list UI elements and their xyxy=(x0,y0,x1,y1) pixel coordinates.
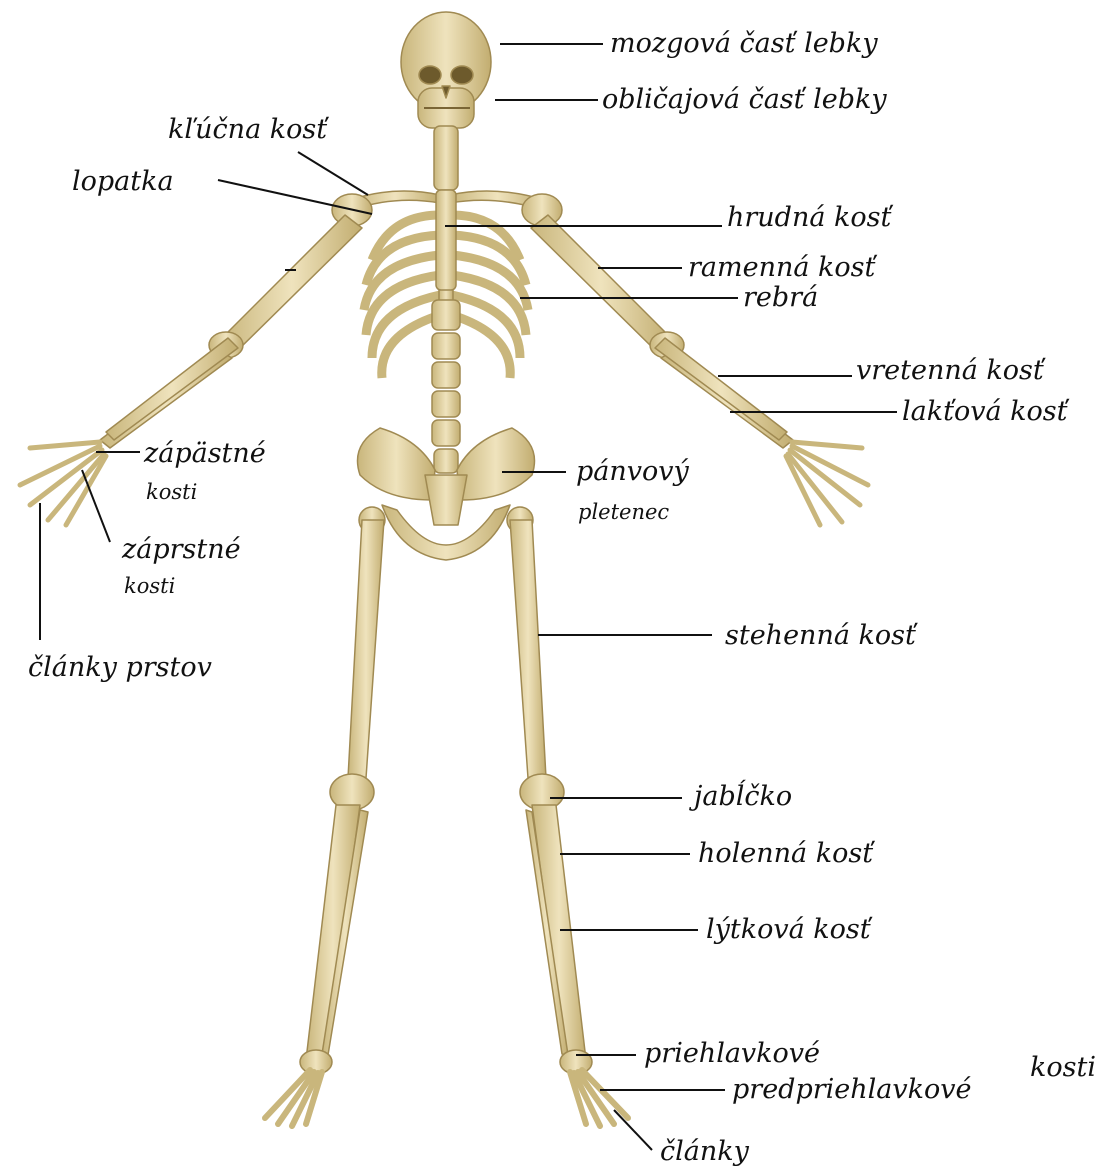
foot-right xyxy=(570,1070,628,1126)
pelvis xyxy=(358,428,535,560)
label-skull-facial: obličajová časť lebky xyxy=(602,86,887,113)
label-clavicle: kľúčna kosť xyxy=(168,116,327,143)
leg-left xyxy=(300,520,384,1074)
label-foot-bones-suffix: kosti xyxy=(1030,1054,1096,1081)
label-metatarsals: predpriehlavkové xyxy=(732,1076,971,1103)
label-fibula: lýtková kosť xyxy=(706,916,871,943)
label-tibia: holenná kosť xyxy=(698,840,873,867)
spine xyxy=(432,190,460,473)
label-scapula: lopatka xyxy=(72,168,174,195)
label-tarsals: priehlavkové xyxy=(644,1040,820,1067)
label-femur: stehenná kosť xyxy=(725,622,916,649)
skull xyxy=(401,12,491,128)
label-pelvis: pánvový xyxy=(576,458,689,485)
foot-left xyxy=(265,1070,322,1126)
neck-vertebrae xyxy=(434,126,458,190)
label-pelvis-line2: pletenec xyxy=(578,502,669,523)
hand-right xyxy=(786,442,868,525)
label-carpals: zápästné xyxy=(144,440,266,467)
label-humerus: ramenná kosť xyxy=(688,254,875,281)
arm-right xyxy=(531,215,793,448)
label-ribs: rebrá xyxy=(743,284,818,311)
label-metacarpals: záprstné xyxy=(122,536,241,563)
label-skull-cranial: mozgová časť lebky xyxy=(610,30,878,57)
label-carpals-line2: kosti xyxy=(146,482,197,503)
label-patella: jabĺčko xyxy=(694,783,792,810)
label-sternum: hrudná kosť xyxy=(727,204,891,231)
label-phalanges-foot: články xyxy=(660,1138,749,1165)
label-metacarpals-line2: kosti xyxy=(124,576,175,597)
label-ulna: lakťová kosť xyxy=(902,398,1067,425)
arm-left xyxy=(100,215,362,448)
label-phalanges-hand: články prstov xyxy=(28,654,212,681)
label-radius: vretenná kosť xyxy=(856,357,1044,384)
hand-left xyxy=(20,442,106,525)
